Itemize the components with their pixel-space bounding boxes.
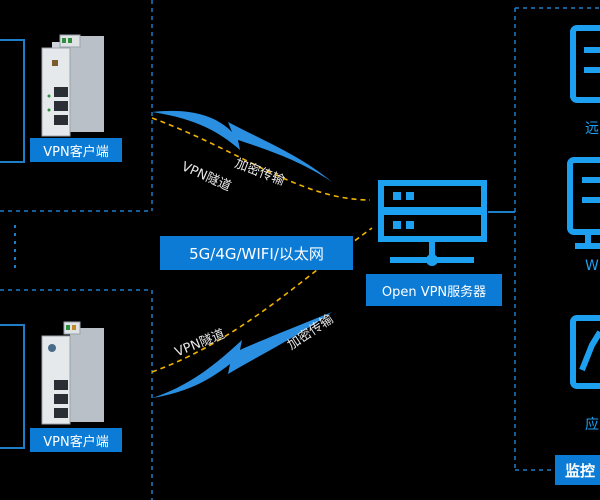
right-label-remote: 远 — [585, 121, 599, 137]
top-router-device — [41, 34, 104, 137]
left-top-dashed-frame — [0, 0, 153, 212]
app-monitor-icon — [570, 315, 600, 389]
server-label: Open VPN服务器 — [366, 274, 502, 306]
bottom-client-label: VPN客户端 — [30, 428, 122, 452]
right-label-app: 应 — [585, 417, 599, 433]
server-indicator-lights — [393, 192, 438, 266]
bottom-client-link — [0, 324, 25, 449]
document-monitor-icon — [570, 25, 600, 103]
top-vpn-tunnel-line — [151, 117, 371, 201]
left-bottom-dashed-frame — [0, 289, 153, 500]
bottom-wireless-bolt — [152, 312, 332, 398]
bottom-router-device — [41, 321, 104, 425]
right-label-web: W — [585, 258, 599, 274]
network-type-label: 5G/4G/WIFI/以太网 — [160, 236, 353, 270]
top-client-label: VPN客户端 — [30, 138, 122, 162]
top-client-link — [0, 39, 25, 163]
monitor-footer-label: 监控 — [555, 455, 600, 485]
web-monitor-icon — [567, 157, 600, 249]
